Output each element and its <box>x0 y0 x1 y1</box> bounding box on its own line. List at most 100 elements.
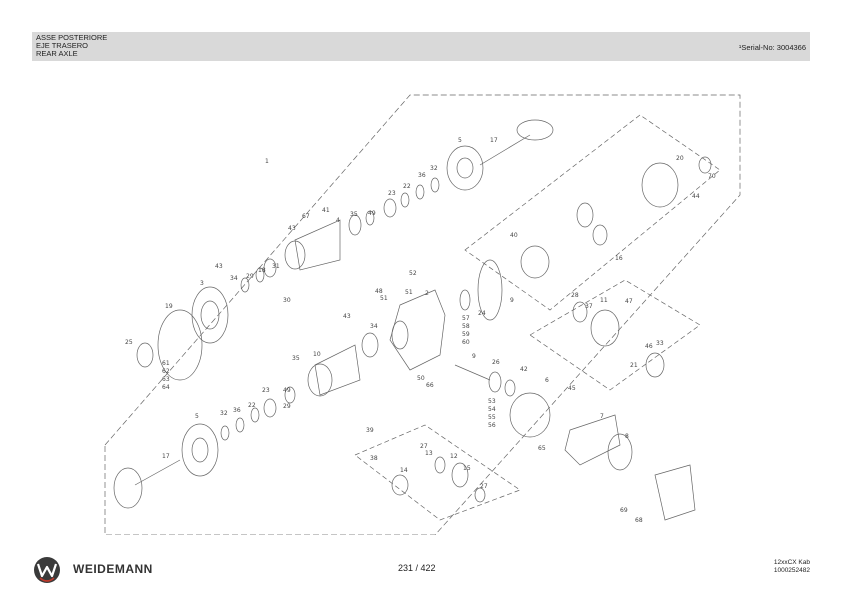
page-indicator: 231 / 422 <box>398 563 436 573</box>
gear-15 <box>451 462 469 488</box>
callout-label: 36 <box>418 172 426 179</box>
callout-label: 34 <box>370 323 378 330</box>
title-english: REAR AXLE <box>36 49 78 59</box>
assembly-boundary <box>104 94 741 535</box>
callout-label: 23 <box>388 190 396 197</box>
callout-label: 19 <box>165 303 173 310</box>
callout-label: 39 <box>366 427 374 434</box>
callout-label: 48 <box>375 288 383 295</box>
callout-label: 17 <box>490 137 498 144</box>
upper-brake-housing <box>191 286 229 344</box>
callout-label: 11 <box>600 297 608 304</box>
callout-label: 45 <box>568 385 576 392</box>
header-title: ASSE POSTERIORE EJE TRASERO REAR AXLE <box>36 33 108 59</box>
lower-flange <box>113 467 143 509</box>
callout-label: 8 <box>625 433 629 440</box>
callout-label: 14 <box>400 467 408 474</box>
callout-label: 40 <box>510 232 518 239</box>
callout-label: 35 <box>350 211 358 218</box>
callout-label: 16 <box>615 255 623 262</box>
callout-label: 55 <box>488 414 496 421</box>
callout-label: 5 <box>195 413 199 420</box>
callout-label: 22 <box>248 402 256 409</box>
callout-label: 70 <box>708 173 716 180</box>
callout-label: 33 <box>656 340 664 347</box>
serial-number: ¹Serial-No: 3004366 <box>738 43 806 52</box>
callout-label: 44 <box>692 193 700 200</box>
callout-label: 32 <box>430 165 438 172</box>
ring-8 <box>607 433 633 471</box>
callout-label: 29 <box>283 403 291 410</box>
hub-11 <box>590 309 620 347</box>
callout-label: 23 <box>262 387 270 394</box>
callout-label: 64 <box>162 384 170 391</box>
callout-label: 13 <box>425 450 433 457</box>
weidemann-logo-icon <box>34 557 60 583</box>
callout-label: 65 <box>538 445 546 452</box>
diff-case-20 <box>641 162 679 208</box>
crown-wheel-9 <box>477 259 503 321</box>
callout-label: 12 <box>450 453 458 460</box>
callout-label: 31 <box>272 263 280 270</box>
callout-label: 43 <box>343 313 351 320</box>
callout-label: 57 <box>462 315 470 322</box>
callout-label: 29 <box>246 273 254 280</box>
callout-label: 69 <box>620 507 628 514</box>
differential-group-boundary <box>464 114 721 311</box>
callout-label: 34 <box>230 275 238 282</box>
callout-label: 61 <box>162 360 170 367</box>
callout-label: 67 <box>302 213 310 220</box>
callout-label: 46 <box>645 343 653 350</box>
callout-label: 2 <box>425 290 429 297</box>
callout-label: 60 <box>462 339 470 346</box>
title-italian: ASSE POSTERIORE <box>36 33 108 42</box>
callout-label: 35 <box>292 355 300 362</box>
callout-label: 59 <box>462 331 470 338</box>
callout-label: 10 <box>313 351 321 358</box>
callout-label: 43 <box>288 225 296 232</box>
callout-label: 63 <box>162 376 170 383</box>
callout-label: 4 <box>336 217 340 224</box>
callout-label: 24 <box>478 310 486 317</box>
callout-label: 51 <box>380 295 388 302</box>
cover-6 <box>509 392 551 438</box>
callout-label: 5 <box>458 137 462 144</box>
pump-assembly <box>654 464 696 521</box>
callout-label: 25 <box>125 339 133 346</box>
callout-label: 9 <box>510 297 514 304</box>
callout-label: 27 <box>420 443 428 450</box>
upper-flange <box>516 119 554 141</box>
callout-label: 1 <box>265 158 269 165</box>
callout-label: 50 <box>417 375 425 382</box>
callout-label: 53 <box>488 398 496 405</box>
callout-label: 41 <box>322 207 330 214</box>
gear-14 <box>391 474 409 496</box>
callout-label: 17 <box>162 453 170 460</box>
lower-housing-10 <box>307 363 333 397</box>
callout-label: 66 <box>426 382 434 389</box>
callout-label: 15 <box>463 465 471 472</box>
callout-label: 62 <box>162 368 170 375</box>
callout-label: 43 <box>215 263 223 270</box>
callout-label: 56 <box>488 422 496 429</box>
callout-label: 49 <box>283 387 291 394</box>
callout-label: 49 <box>368 210 376 217</box>
callout-label: 38 <box>370 455 378 462</box>
callout-label: 6 <box>545 377 549 384</box>
callout-label: 22 <box>403 183 411 190</box>
callout-label: 21 <box>630 362 638 369</box>
callout-label: 51 <box>405 289 413 296</box>
callout-label: 32 <box>220 410 228 417</box>
callout-label: 26 <box>492 359 500 366</box>
callout-label: 36 <box>233 407 241 414</box>
callout-label: 7 <box>600 413 604 420</box>
callout-label: 18 <box>258 267 266 274</box>
callout-label: 54 <box>488 406 496 413</box>
callout-label: 58 <box>462 323 470 330</box>
callout-label: 9 <box>472 353 476 360</box>
callout-label: 27 <box>480 483 488 490</box>
page-header: ASSE POSTERIORE EJE TRASERO REAR AXLE ¹S… <box>32 32 810 61</box>
title-spanish: EJE TRASERO <box>36 41 88 51</box>
callout-label: 20 <box>676 155 684 162</box>
lower-hub-5 <box>181 423 219 477</box>
